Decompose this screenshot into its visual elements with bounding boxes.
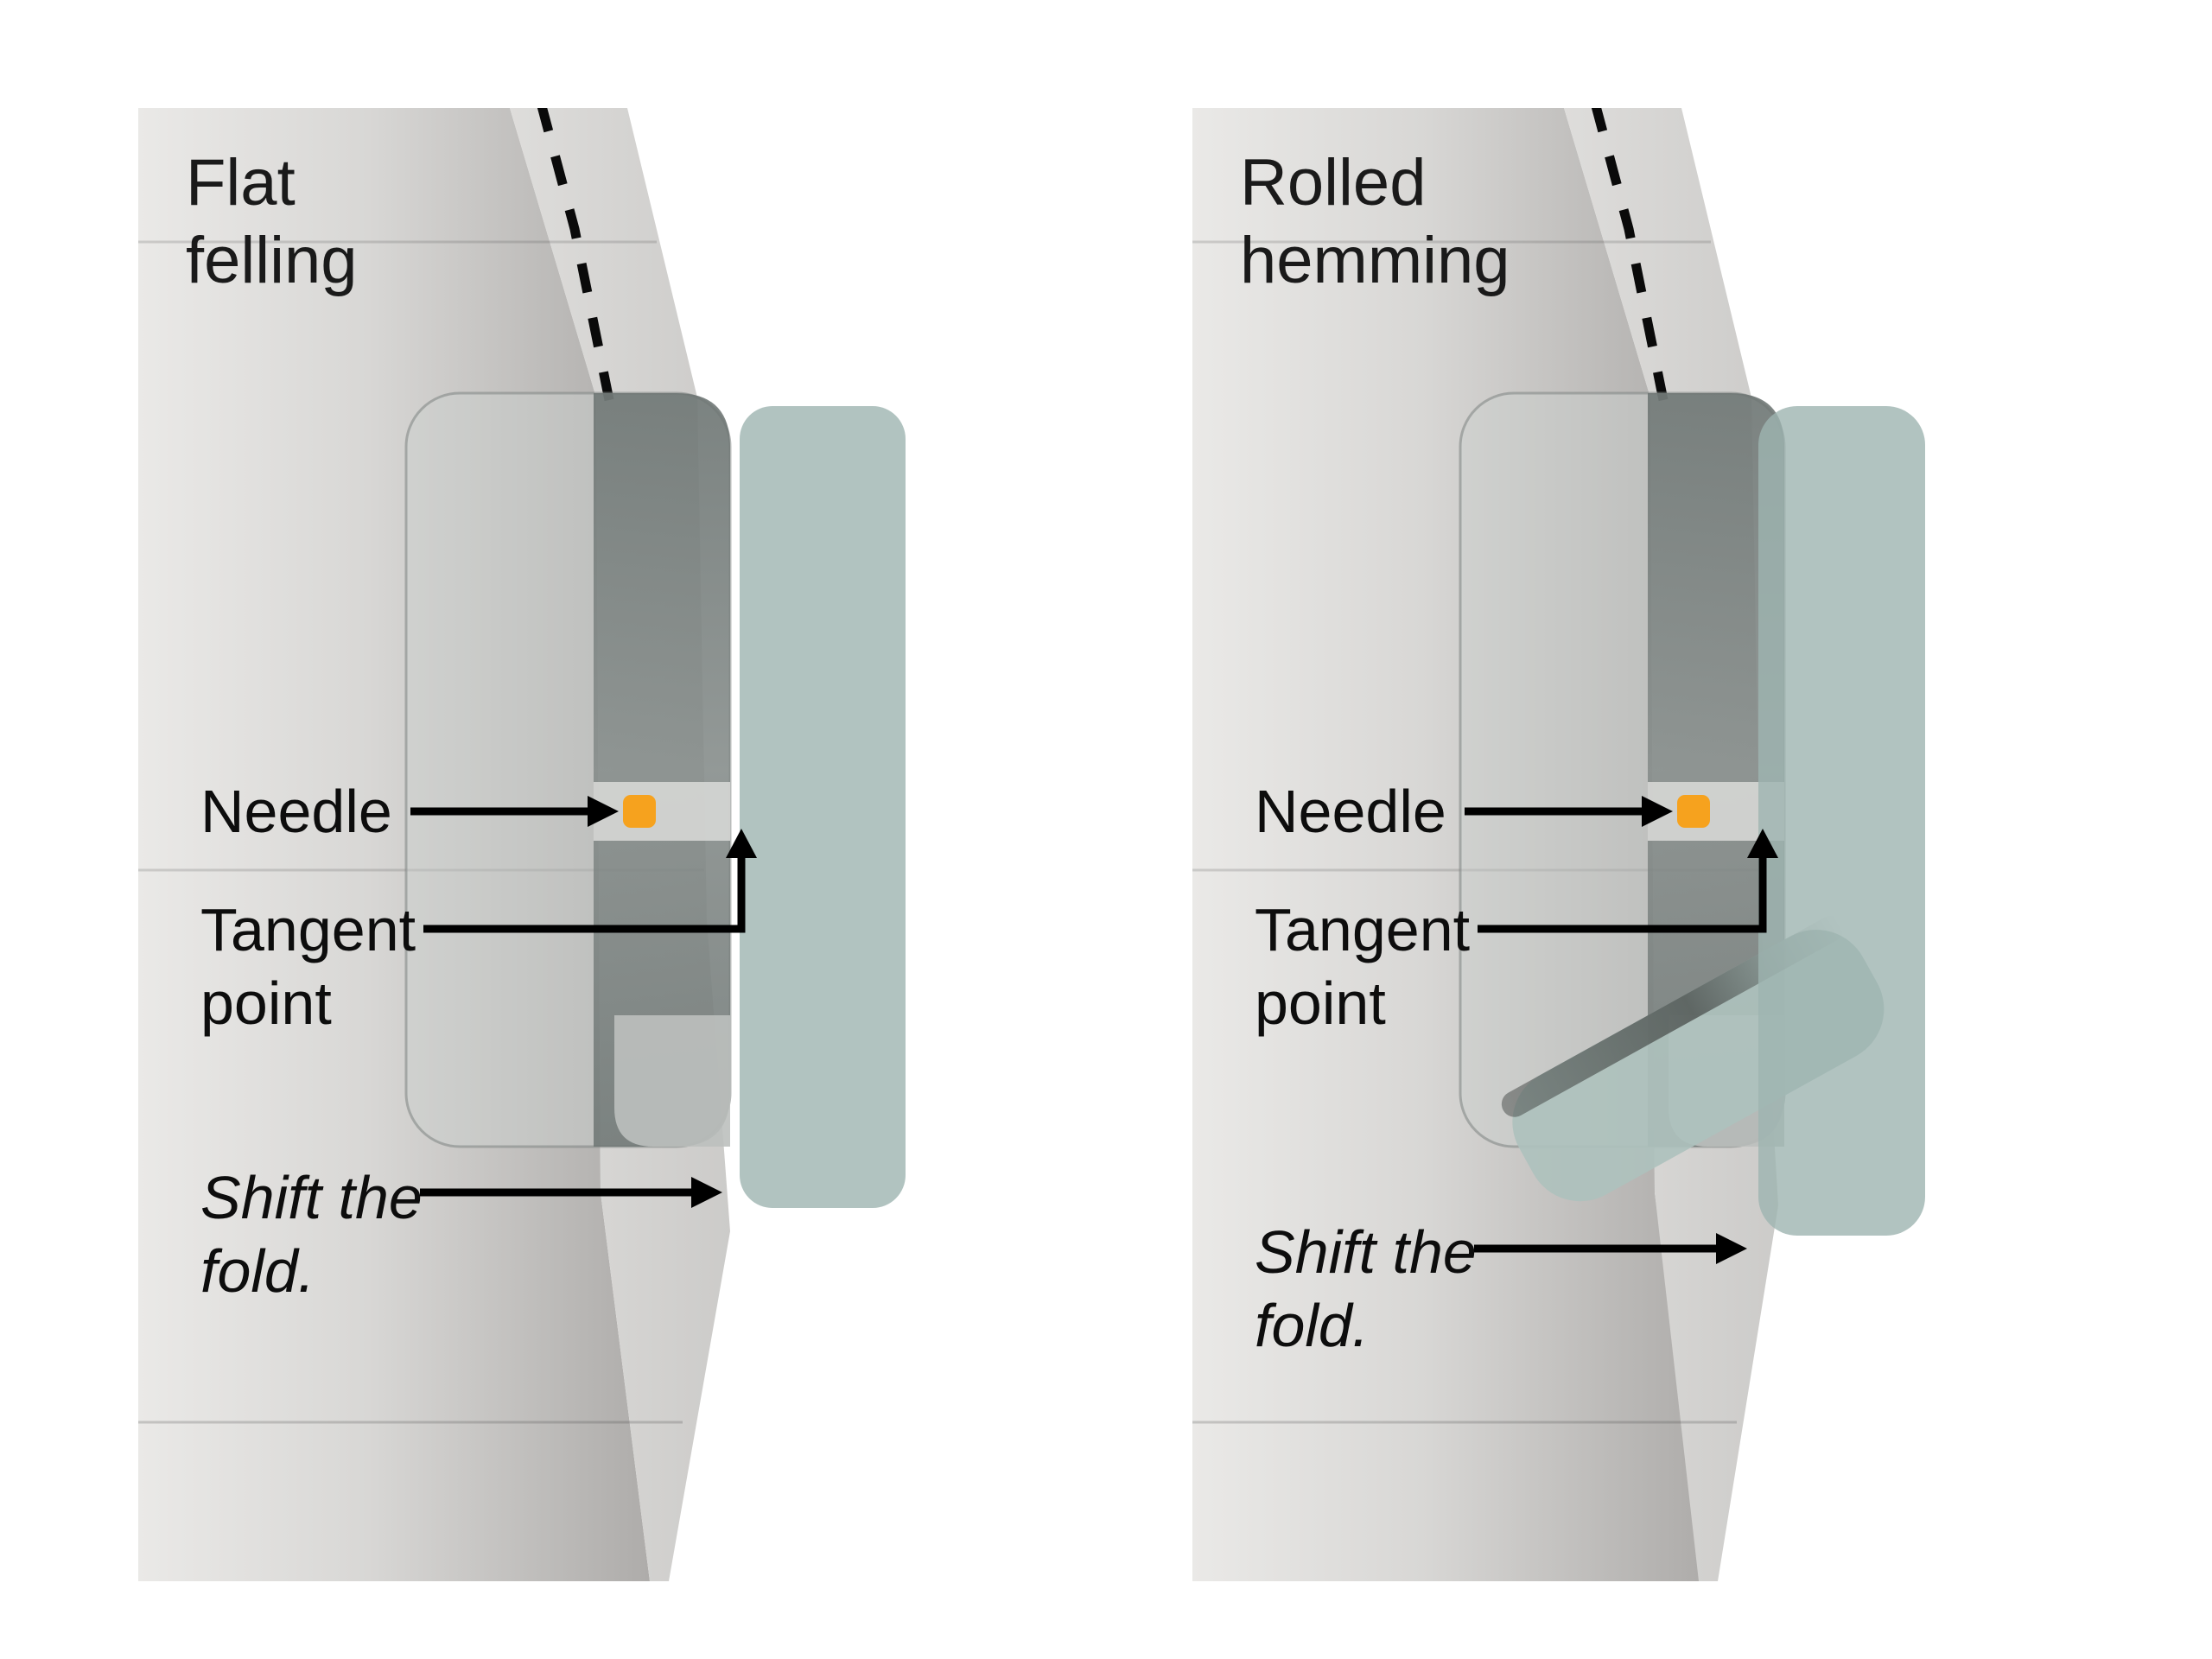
panel-rolled-hemming: Rolled hemming Needle Tangent point Shif…	[1192, 108, 1925, 1581]
presser-foot-shade	[1648, 393, 1784, 1147]
panel-title-line2: felling	[186, 224, 358, 297]
tangent-pointer-line	[423, 856, 746, 933]
panel-title-line2: hemming	[1240, 224, 1510, 297]
tangent-pointer-line	[1478, 856, 1767, 933]
tangent-label-line1: Tangent	[200, 896, 416, 963]
tangent-arrowhead	[1747, 829, 1778, 858]
shift-label-line2: fold.	[1255, 1292, 1369, 1359]
presser-foot-shade	[594, 393, 730, 1147]
needle-label: Needle	[200, 778, 392, 845]
panel-title-line1: Rolled	[1240, 146, 1426, 219]
tangent-label-line2: point	[1255, 969, 1386, 1037]
needle-dot	[1677, 795, 1710, 828]
tangent-arrowhead	[726, 829, 757, 858]
shift-arrowhead	[1716, 1233, 1747, 1264]
fabric-shape	[1192, 108, 1704, 1581]
needle-label: Needle	[1255, 778, 1446, 845]
tangent-label-line1: Tangent	[1255, 896, 1470, 963]
shift-label-line2: fold.	[200, 1237, 315, 1305]
shift-arrowhead	[691, 1177, 722, 1208]
tangent-label-line2: point	[200, 969, 332, 1037]
panel-flat-felling: Flat felling Needle Tangent point Shift …	[138, 108, 906, 1581]
shift-label-line1: Shift the	[1255, 1218, 1477, 1286]
needle-arrowhead	[588, 796, 619, 827]
needle-arrowhead	[1642, 796, 1673, 827]
needle-plate	[1758, 406, 1925, 1236]
fabric-shape	[138, 108, 650, 1581]
rolled-band-shading	[1501, 916, 1844, 1117]
shift-label-line1: Shift the	[200, 1164, 423, 1231]
panel-title-line1: Flat	[186, 146, 296, 219]
needle-plate	[740, 406, 906, 1208]
foot-notch	[614, 1015, 730, 1147]
needle-dot	[623, 795, 656, 828]
stitch-dashed-line	[537, 108, 614, 402]
stitch-dashed-line	[1591, 108, 1669, 402]
